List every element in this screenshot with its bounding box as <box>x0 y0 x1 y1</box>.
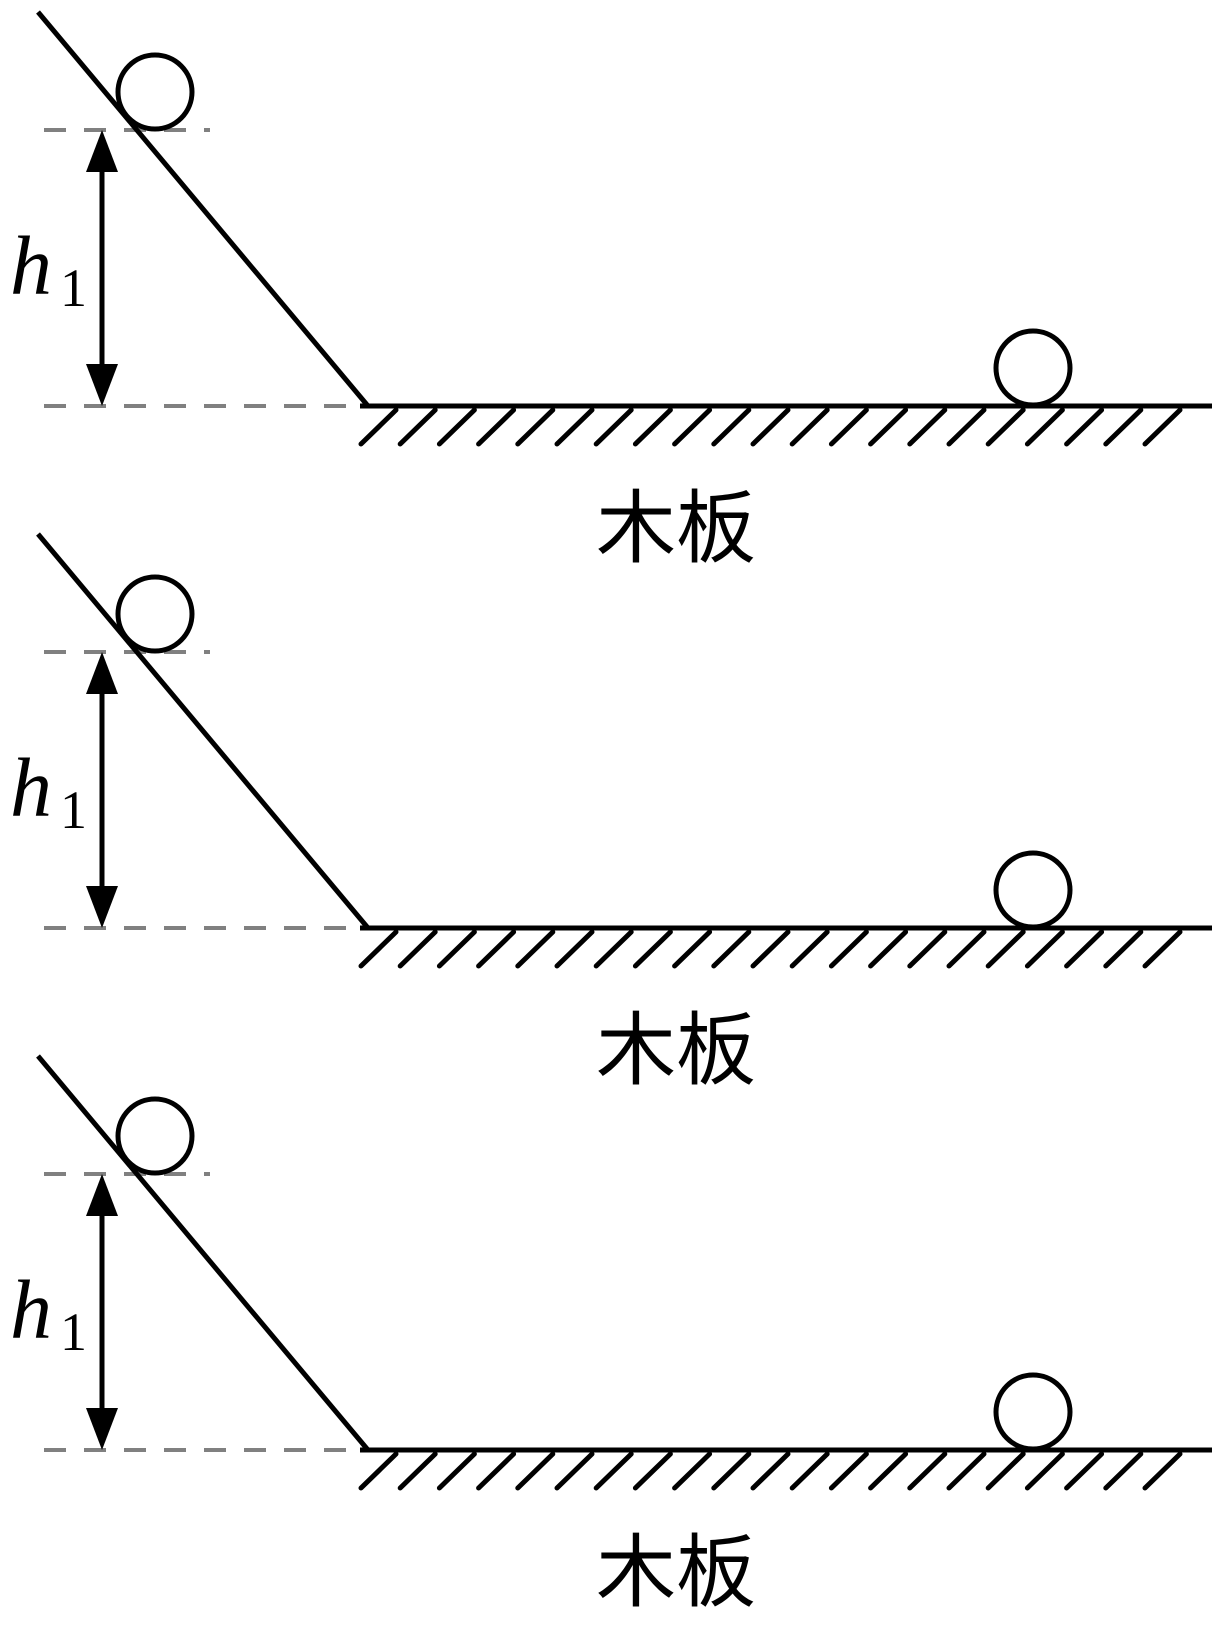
hatch-mark <box>1103 407 1144 447</box>
hatch-mark <box>1103 1451 1144 1491</box>
incline-ramp <box>36 532 370 930</box>
hatch-mark <box>1024 929 1065 969</box>
incline-ramp <box>36 1054 370 1452</box>
hatch-mark <box>1064 1451 1105 1491</box>
board-label: 木板 <box>596 1004 756 1097</box>
height-label-subscript: 1 <box>60 780 87 840</box>
hatch-mark <box>907 1451 948 1491</box>
hatch-mark <box>868 407 909 447</box>
hatch-mark <box>946 929 987 969</box>
hatch-mark <box>750 407 791 447</box>
height-arrow-bottom-head <box>86 1408 118 1450</box>
hatch-mark <box>985 1451 1026 1491</box>
hatch-mark <box>436 929 477 969</box>
height-arrow-top-head <box>86 1174 118 1216</box>
hatch-mark <box>750 929 791 969</box>
height-arrow-top-head <box>86 652 118 694</box>
hatch-mark <box>358 1451 399 1491</box>
height-label: h <box>10 220 52 313</box>
hatch-mark <box>632 929 673 969</box>
hatch-mark <box>593 407 634 447</box>
hatch-mark <box>632 1451 673 1491</box>
height-label-subscript: 1 <box>60 258 87 318</box>
ball-on-board <box>993 328 1073 408</box>
height-arrow-bottom-head <box>86 886 118 928</box>
ball-on-incline <box>115 52 195 132</box>
hatch-mark <box>515 929 556 969</box>
hatch-mark <box>397 407 438 447</box>
height-label: h <box>10 742 52 835</box>
hatch-mark <box>593 1451 634 1491</box>
hatch-mark <box>554 407 595 447</box>
hatch-mark <box>397 929 438 969</box>
hatch-mark <box>985 929 1026 969</box>
ball-on-incline <box>115 574 195 654</box>
panel-3: h 1 木板 <box>10 1054 1212 1619</box>
hatch-mark <box>907 407 948 447</box>
hatch-mark <box>828 929 869 969</box>
hatch-mark <box>672 407 713 447</box>
ball-on-board <box>993 850 1073 930</box>
hatch-mark <box>828 407 869 447</box>
hatch-mark <box>554 929 595 969</box>
height-label: h <box>10 1264 52 1357</box>
board-hatching <box>358 1451 1183 1491</box>
height-arrow-bottom-head <box>86 364 118 406</box>
hatch-mark <box>476 407 517 447</box>
hatch-mark <box>436 1451 477 1491</box>
hatch-mark <box>358 407 399 447</box>
hatch-mark <box>946 1451 987 1491</box>
hatch-mark <box>554 1451 595 1491</box>
height-label-subscript: 1 <box>60 1302 87 1362</box>
hatch-mark <box>1024 1451 1065 1491</box>
board-label: 木板 <box>596 482 756 575</box>
hatch-mark <box>1024 407 1065 447</box>
hatch-mark <box>711 929 752 969</box>
ball-on-incline <box>115 1096 195 1176</box>
hatch-mark <box>789 1451 830 1491</box>
incline-ramp <box>36 10 370 408</box>
hatch-mark <box>789 929 830 969</box>
hatch-mark <box>515 1451 556 1491</box>
board-hatching <box>358 407 1183 447</box>
hatch-mark <box>632 407 673 447</box>
hatch-mark <box>789 407 830 447</box>
hatch-mark <box>907 929 948 969</box>
board-hatching <box>358 929 1183 969</box>
hatch-mark <box>750 1451 791 1491</box>
panel-2: h 1 木板 <box>10 532 1212 1097</box>
hatch-mark <box>868 929 909 969</box>
hatch-mark <box>1103 929 1144 969</box>
hatch-mark <box>476 1451 517 1491</box>
hatch-mark <box>515 407 556 447</box>
hatch-mark <box>476 929 517 969</box>
ball-on-board <box>993 1372 1073 1452</box>
hatch-mark <box>985 407 1026 447</box>
hatch-mark <box>711 1451 752 1491</box>
hatch-mark <box>946 407 987 447</box>
hatch-mark <box>828 1451 869 1491</box>
board-label: 木板 <box>596 1526 756 1619</box>
hatch-mark <box>358 929 399 969</box>
hatch-mark <box>1064 407 1105 447</box>
hatch-mark <box>672 1451 713 1491</box>
panel-1: h 1 木板 <box>10 10 1212 575</box>
hatch-mark <box>868 1451 909 1491</box>
hatch-mark <box>1142 1451 1183 1491</box>
hatch-mark <box>593 929 634 969</box>
hatch-mark <box>711 407 752 447</box>
hatch-mark <box>1064 929 1105 969</box>
hatch-mark <box>1142 407 1183 447</box>
hatch-mark <box>672 929 713 969</box>
hatch-mark <box>1142 929 1183 969</box>
hatch-mark <box>436 407 477 447</box>
hatch-mark <box>397 1451 438 1491</box>
height-arrow-top-head <box>86 130 118 172</box>
